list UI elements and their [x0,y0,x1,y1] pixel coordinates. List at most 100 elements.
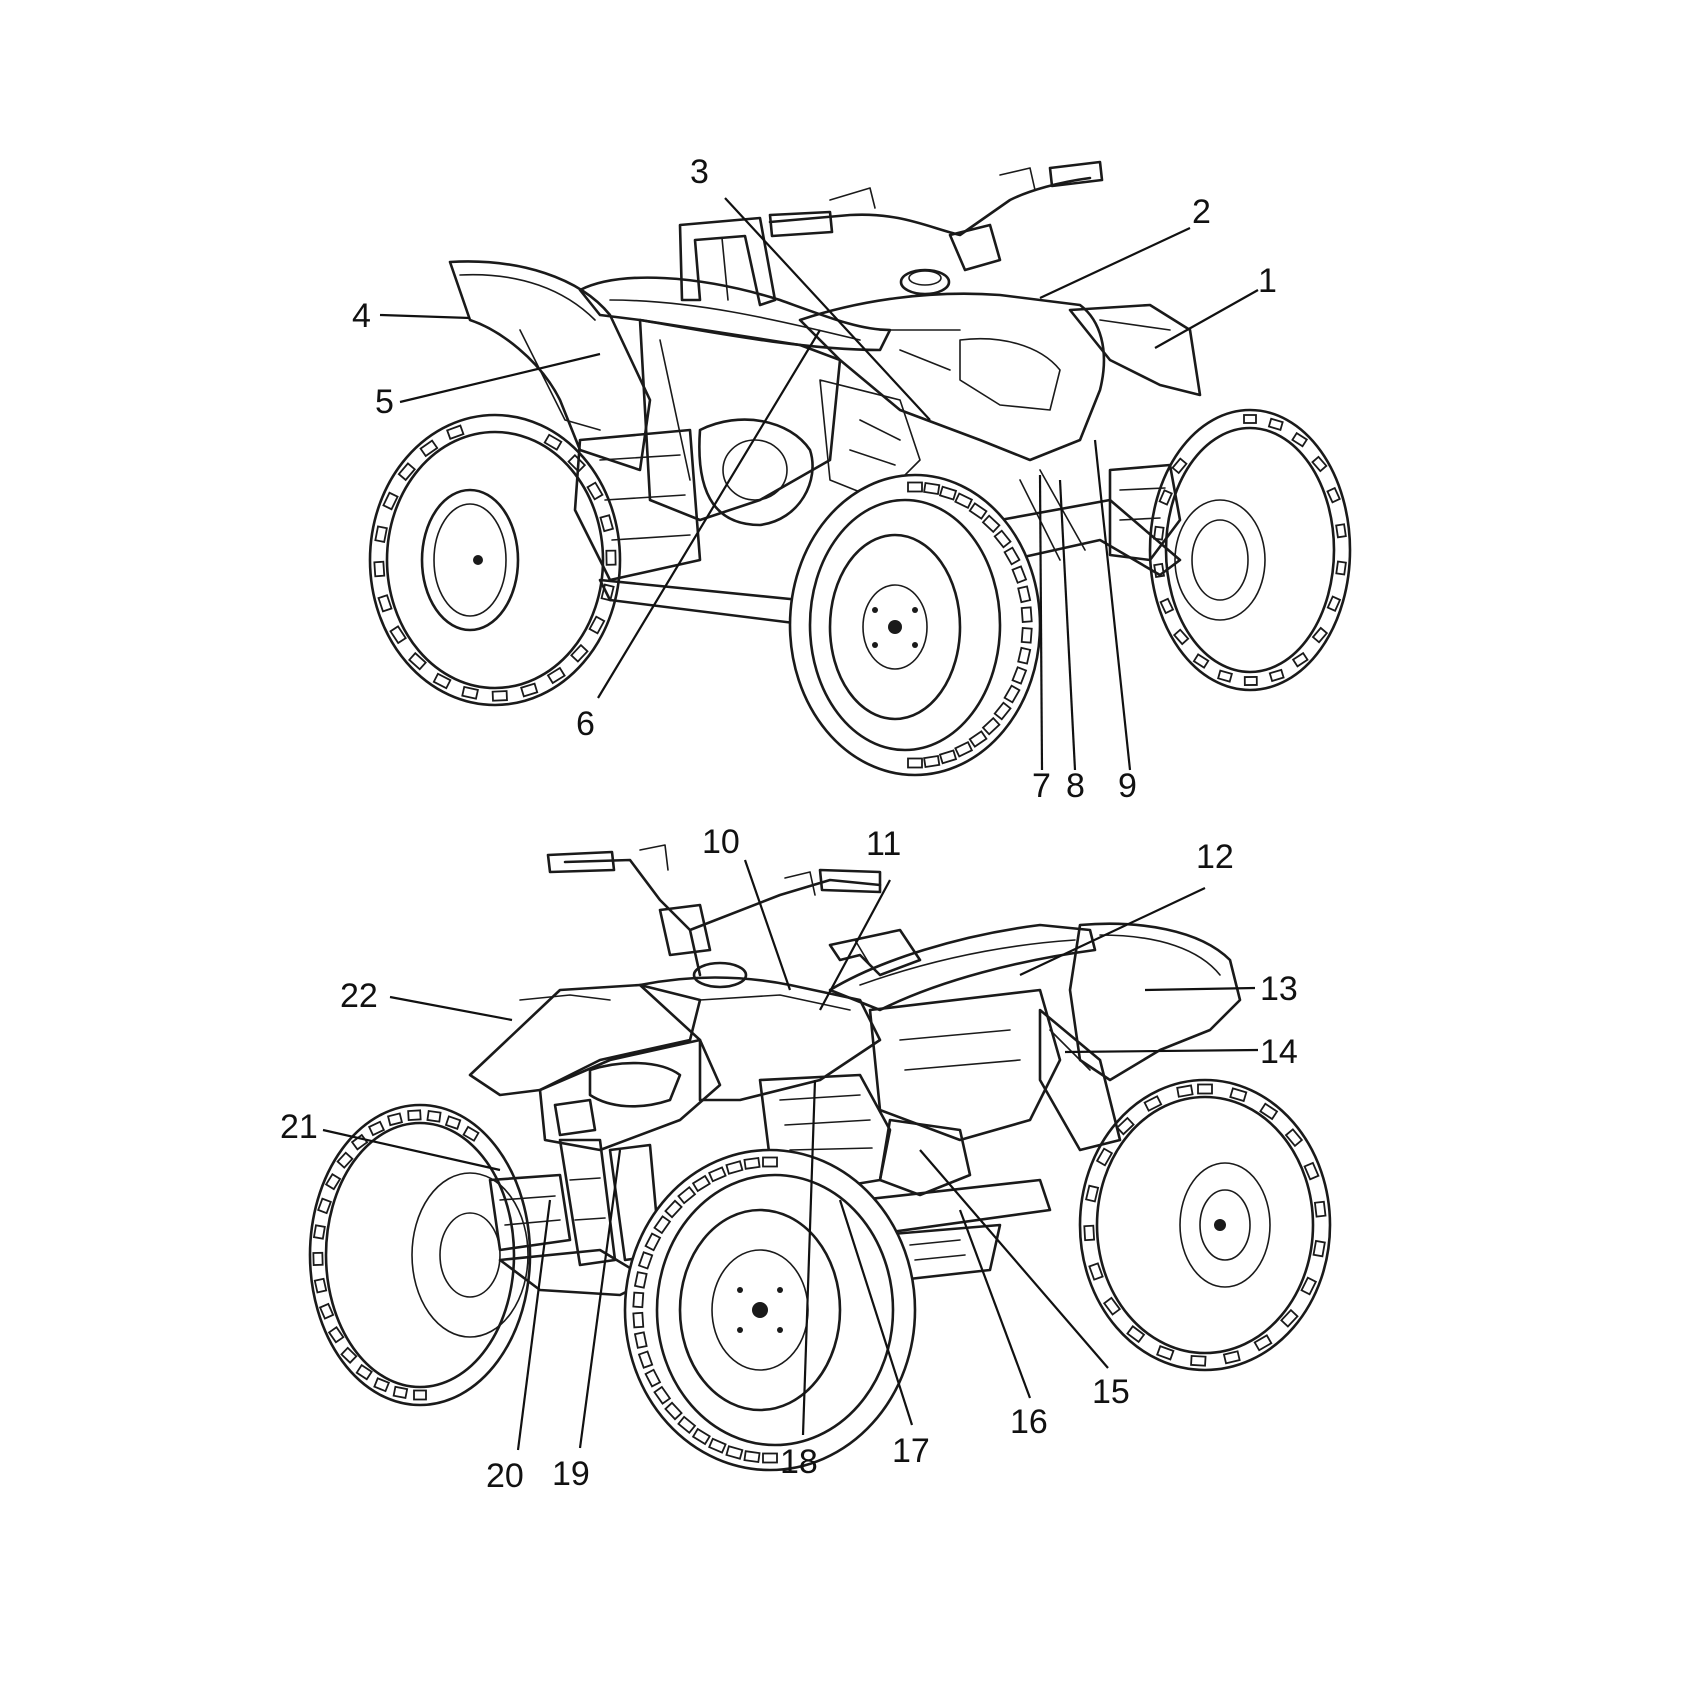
tread-block [392,1385,409,1400]
tread-block [1280,1308,1299,1328]
leader-9 [1093,439,1132,771]
tread-block [637,1251,654,1270]
tread-block [1217,669,1233,683]
tread-block [1085,1184,1100,1203]
tread-block [644,1368,662,1388]
tread-block [1011,565,1028,584]
tread-block [691,1427,711,1446]
tread-block [1311,626,1329,644]
tread-block [762,1156,778,1168]
tread-block [1303,1161,1320,1181]
rear-left-wheel [368,413,622,707]
leader-lines [322,197,1259,1451]
tread-block [1291,651,1309,668]
tread-block [312,1224,326,1240]
leader-15 [919,1149,1109,1369]
tread-block [570,643,589,663]
tread-block [520,682,539,698]
tread-block [1088,1262,1104,1281]
tread-block [374,525,388,543]
leader-17 [838,1199,914,1426]
callout-9: 9 [1118,767,1137,805]
tread-block [1159,597,1175,615]
tread-block [1243,414,1257,424]
tread-block [1011,666,1028,685]
callout-10: 10 [702,823,740,861]
tread-block [907,757,923,769]
callout-11: 11 [866,825,901,863]
tread-block [1126,1325,1146,1344]
tread-block [1176,1084,1194,1098]
leader-16 [958,1209,1032,1399]
tread-block [1115,1116,1135,1136]
tread-block [1017,585,1032,604]
tread-block [1311,455,1328,473]
tread-block [1313,1200,1327,1218]
tread-block [938,485,958,501]
callout-3: 3 [690,153,709,191]
tread-block [1229,1087,1248,1103]
tread-block [1326,595,1342,613]
tread-block [677,1186,697,1205]
tread-block [317,1197,332,1215]
atv-top-view [368,160,1352,777]
tread-block [1300,1276,1318,1296]
tread-block [708,1166,727,1183]
leader-11 [819,879,891,1011]
tread-block [954,492,974,509]
tread-block [923,754,941,769]
tread-block [1017,646,1032,665]
front-wheel-left [308,1103,532,1407]
callout-12: 12 [1196,838,1234,876]
callout-6: 6 [576,705,595,743]
tread-block [543,433,563,451]
tread-block [461,685,479,700]
tread-block [355,1363,373,1381]
leader-6 [597,329,821,699]
callout-19: 19 [552,1455,590,1493]
tread-block [1291,431,1309,448]
tread-block [407,1109,422,1121]
leader-1 [1154,289,1259,349]
tread-block [938,749,958,765]
tread-block [1326,486,1341,504]
tread-block [691,1174,711,1193]
tread-block [762,1452,778,1464]
tread-block [907,481,923,493]
callout-22: 22 [340,977,378,1015]
tread-block [981,716,1001,736]
tread-block [1197,1083,1213,1095]
tread-block [318,1302,335,1320]
callout-15: 15 [1092,1373,1130,1411]
tread-block [1190,1354,1207,1367]
tread-block [1143,1095,1163,1112]
tread-block [1095,1147,1114,1167]
tread-block [664,1199,683,1219]
atv-bottom-view [308,844,1332,1472]
tread-block [382,491,399,511]
leader-21 [322,1128,501,1172]
tread-block [1003,546,1021,566]
callout-7: 7 [1032,767,1051,805]
tread-block [637,1350,654,1369]
tread-block [993,529,1012,549]
tread-block [1259,1102,1279,1121]
tread-block [653,1215,672,1235]
tread-block [397,462,417,482]
tread-block [981,514,1001,534]
tread-block [408,651,427,671]
callout-16: 16 [1010,1403,1048,1441]
tread-block [954,741,974,758]
tread-block [327,1326,345,1344]
leader-14 [1064,1048,1259,1054]
front-wheel-near [623,1148,917,1472]
tread-block [373,1377,391,1393]
tread-block [1156,1345,1175,1361]
tread-block [1268,668,1285,683]
callout-5: 5 [375,383,394,421]
leader-2 [1039,227,1191,299]
leader-10 [743,859,792,991]
tread-block [1243,676,1258,686]
leader-20 [516,1199,552,1451]
